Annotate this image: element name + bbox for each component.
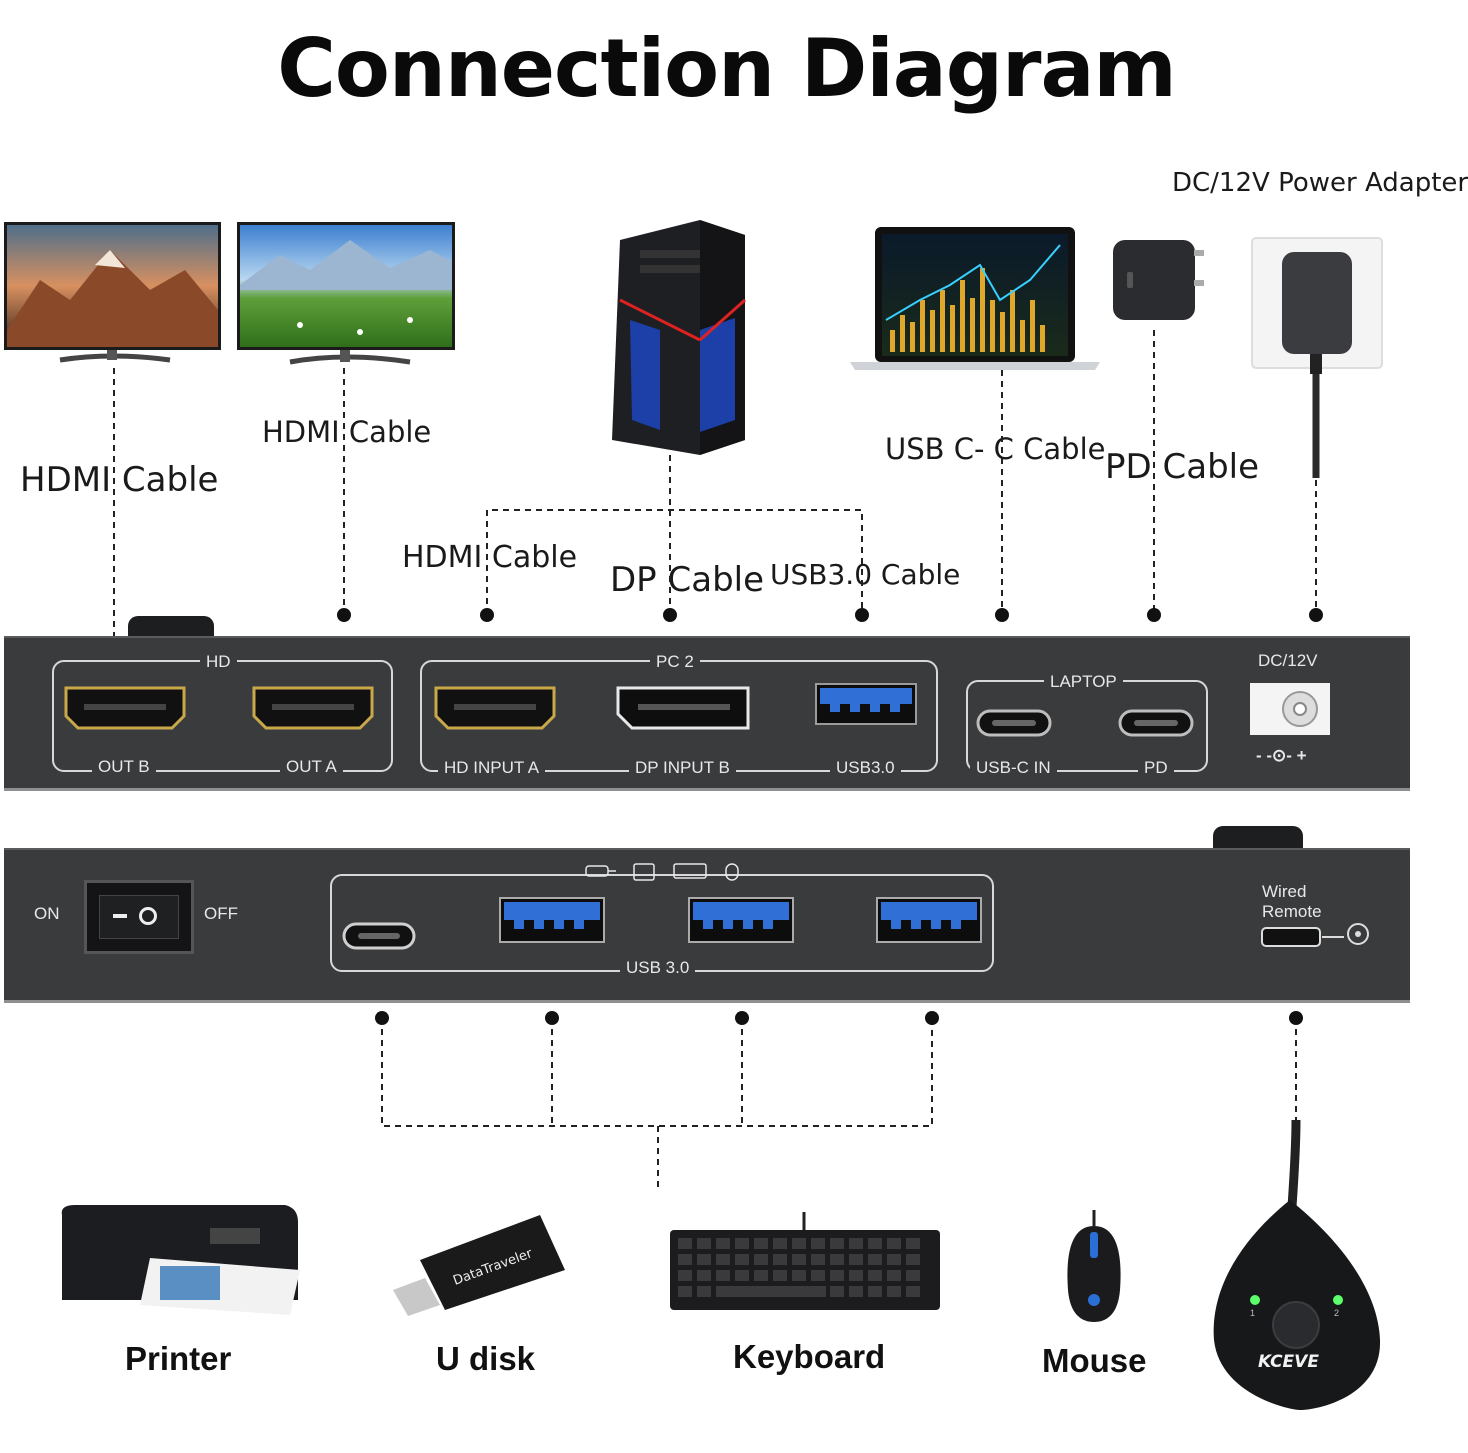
bottom-connector-dots: [375, 1011, 1303, 1025]
hdmi-input-a-port: [434, 686, 556, 730]
remote-led-1-label: 1: [1250, 1308, 1256, 1318]
printer-small-icon: [633, 863, 655, 881]
on-label: ON: [34, 904, 60, 923]
printer-icon: [61, 1205, 300, 1315]
laptop-group-label: LAPTOP: [1044, 672, 1123, 692]
wired-remote-icon: [1213, 1119, 1381, 1410]
power-adapter-icon: [1251, 237, 1383, 478]
dp-input-b-port: [616, 686, 750, 730]
usb-device-icons: [585, 863, 739, 881]
hdmi-cable-label-second: HDMI Cable: [262, 415, 432, 449]
back-panel: ON OFF USB 3.0 Wired Remote: [4, 848, 1410, 1003]
usb-drive-icon: DataTraveler: [393, 1215, 565, 1316]
keyboard-label: Keyboard: [733, 1338, 886, 1375]
page-title: Connection Diagram: [277, 22, 1177, 115]
pd-charger-icon: [1113, 240, 1204, 320]
dc-jack-port: [1250, 683, 1330, 735]
usbc-back-port: [342, 922, 416, 950]
remote-label: Remote: [1262, 902, 1322, 921]
usbc-in-port: [976, 709, 1052, 737]
keyboard-small-icon: [673, 863, 707, 879]
bottom-connectors: [381, 1018, 1297, 1190]
pc-tower-icon: [612, 220, 746, 455]
off-label: OFF: [204, 904, 238, 923]
usb-group-label: USB 3.0: [620, 958, 696, 978]
top-connectors: [113, 330, 1317, 676]
dp-input-b-label: DP INPUT B: [629, 758, 736, 778]
udisk-label: U disk: [436, 1340, 536, 1377]
pd-port: [1118, 709, 1194, 737]
remote-brand-logo: KCEVE: [1258, 1352, 1319, 1372]
back-ports: [342, 863, 1369, 950]
remote-led-2-label: 2: [1334, 1308, 1340, 1318]
hd-group-label: HD: [200, 652, 237, 672]
usb-icon: [585, 865, 609, 877]
monitor-1-icon: [4, 222, 221, 363]
mouse-label: Mouse: [1042, 1342, 1147, 1379]
pd-cable-label: PD Cable: [1105, 447, 1260, 487]
mouse-small-icon: [725, 863, 739, 881]
front-ports: [64, 683, 1330, 737]
hdmi-out-b-port: [64, 686, 186, 730]
dc12v-label: DC/12V: [1258, 651, 1318, 670]
usb30-back-port-3: [876, 897, 982, 943]
usbc-cable-label: USB C- C Cable: [885, 432, 1106, 466]
monitor-2-icon: [237, 222, 455, 365]
laptop-icon: [850, 227, 1100, 370]
usb30-front-port: [815, 683, 917, 725]
hdmi-cable-label-left: HDMI Cable: [20, 460, 219, 500]
usb30-cable-label: USB3.0 Cable: [770, 558, 961, 591]
pd-label: PD: [1138, 758, 1174, 778]
wired-remote-port: [1261, 923, 1369, 947]
wired-label: Wired: [1262, 882, 1307, 901]
usb30-back-port-1: [499, 897, 605, 943]
hdmi-cable-label-pc: HDMI Cable: [402, 540, 578, 575]
out-b-label: OUT B: [92, 757, 156, 777]
keyboard-icon: [670, 1212, 940, 1310]
printer-label: Printer: [125, 1340, 232, 1377]
hdmi-out-a-port: [252, 686, 374, 730]
switch-knob-bottom: [1213, 826, 1303, 850]
polarity-label: - -⊙- +: [1256, 746, 1307, 765]
hd-input-a-label: HD INPUT A: [438, 758, 546, 778]
usb30-front-label: USB3.0: [830, 758, 901, 778]
power-adapter-label: DC/12V Power Adapter: [1172, 168, 1468, 198]
pc2-group-label: PC 2: [650, 652, 700, 672]
power-switch[interactable]: [84, 880, 194, 954]
mouse-icon: [1067, 1210, 1121, 1322]
usbc-in-label: USB-C IN: [970, 758, 1057, 778]
out-a-label: OUT A: [280, 757, 343, 777]
switch-knob-top: [128, 616, 214, 638]
usb30-back-port-2: [688, 897, 794, 943]
front-panel: HD OUT B OUT A PC 2 HD INPUT A DP INPUT …: [4, 636, 1410, 791]
dp-cable-label: DP Cable: [610, 560, 765, 600]
